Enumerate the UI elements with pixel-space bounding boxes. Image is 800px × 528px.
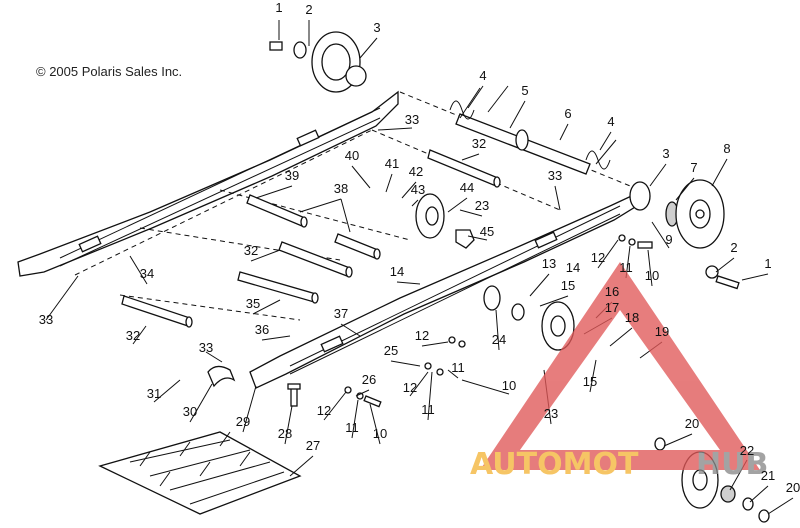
callout-15: 15: [583, 374, 597, 389]
callout-23: 23: [544, 406, 558, 421]
watermark-triangle: [480, 262, 760, 470]
tube-32-mid: [278, 241, 353, 278]
callout-14: 14: [390, 264, 404, 279]
callout-29: 29: [236, 414, 250, 429]
callout-13: 13: [542, 256, 556, 271]
callout-3: 3: [373, 20, 380, 35]
callout-1: 1: [275, 0, 282, 15]
callout-7: 7: [690, 160, 697, 175]
callout-12: 12: [415, 328, 429, 343]
callout-33: 33: [39, 312, 53, 327]
callout-12: 12: [403, 380, 417, 395]
callout-22: 22: [740, 443, 754, 458]
callout-31: 31: [147, 386, 161, 401]
right-rear-bolt: [705, 265, 740, 290]
callout-2: 2: [305, 2, 312, 17]
tube-32-low: [121, 295, 193, 328]
callout-5: 5: [521, 83, 528, 98]
callout-38: 38: [334, 181, 348, 196]
callout-43: 43: [411, 182, 425, 197]
bolt-stack-lower: [344, 386, 382, 408]
callout-9: 9: [665, 232, 672, 247]
copyright-text: © 2005 Polaris Sales Inc.: [36, 64, 182, 79]
callout-42: 42: [409, 164, 423, 179]
rear-shaft: [455, 113, 591, 175]
callout-45: 45: [480, 224, 494, 239]
front-bumper-30: [207, 365, 236, 388]
callout-11: 11: [421, 402, 435, 417]
callout-17: 17: [605, 300, 619, 315]
callout-28: 28: [278, 426, 292, 441]
callout-11: 11: [619, 260, 633, 275]
callout-35: 35: [246, 296, 260, 311]
callout-2: 2: [730, 240, 737, 255]
callout-32: 32: [126, 328, 140, 343]
callout-1: 1: [764, 256, 771, 271]
callout-27: 27: [306, 438, 320, 453]
top-left-idler-wheel: [269, 31, 367, 93]
callout-15: 15: [561, 278, 575, 293]
callout-11: 11: [345, 420, 359, 435]
callout-11: 11: [451, 360, 465, 375]
callout-4: 4: [479, 68, 486, 83]
left-rail: [17, 90, 399, 277]
callout-19: 19: [655, 324, 669, 339]
callout-37: 37: [334, 306, 348, 321]
callout-21: 21: [761, 468, 775, 483]
callout-44: 44: [460, 180, 474, 195]
callout-10: 10: [645, 268, 659, 283]
bolt-stack-mid: [424, 336, 466, 376]
callout-23: 23: [475, 198, 489, 213]
callout-14: 14: [566, 260, 580, 275]
callout-20: 20: [786, 480, 800, 495]
watermark-text-orange: AUTOMOT: [470, 447, 639, 482]
torsion-spring-right: [585, 139, 617, 170]
callout-30: 30: [183, 404, 197, 419]
callout-18: 18: [625, 310, 639, 325]
callout-26: 26: [362, 372, 376, 387]
tube-39: [246, 194, 308, 228]
callout-33: 33: [548, 168, 562, 183]
callout-4: 4: [607, 114, 614, 129]
bolt-stack-right: [618, 234, 653, 249]
callout-10: 10: [373, 426, 387, 441]
callout-10: 10: [502, 378, 516, 393]
slide-wear-strip: [98, 431, 302, 515]
callout-20: 20: [685, 416, 699, 431]
right-rear-wheel: [629, 179, 725, 249]
callout-25: 25: [384, 343, 398, 358]
callout-40: 40: [345, 148, 359, 163]
automotohub-watermark: AUTOMOT HUB: [470, 262, 768, 482]
tube-32-top: [427, 149, 501, 188]
tube-35: [237, 271, 319, 304]
callout-8: 8: [723, 141, 730, 156]
callout-36: 36: [255, 322, 269, 337]
callout-39: 39: [285, 168, 299, 183]
callout-3: 3: [662, 146, 669, 161]
callout-41: 41: [385, 156, 399, 171]
callout-6: 6: [564, 106, 571, 121]
callout-34: 34: [140, 266, 154, 281]
bolt-28: [287, 383, 301, 407]
callout-32: 32: [472, 136, 486, 151]
center-idler-wheel: [415, 193, 475, 249]
tube-38: [334, 233, 381, 260]
callout-33: 33: [405, 112, 419, 127]
torsion-spring-left: [449, 85, 509, 120]
callout-33: 33: [199, 340, 213, 355]
right-rail: [249, 190, 641, 389]
watermark-text-gray: HUB: [696, 447, 768, 482]
callout-32: 32: [244, 243, 258, 258]
callout-12: 12: [317, 403, 331, 418]
middle-wheel-assembly: [483, 285, 575, 351]
callout-16: 16: [605, 284, 619, 299]
callout-12: 12: [591, 250, 605, 265]
callout-24: 24: [492, 332, 506, 347]
leader-lines: [45, 20, 794, 515]
